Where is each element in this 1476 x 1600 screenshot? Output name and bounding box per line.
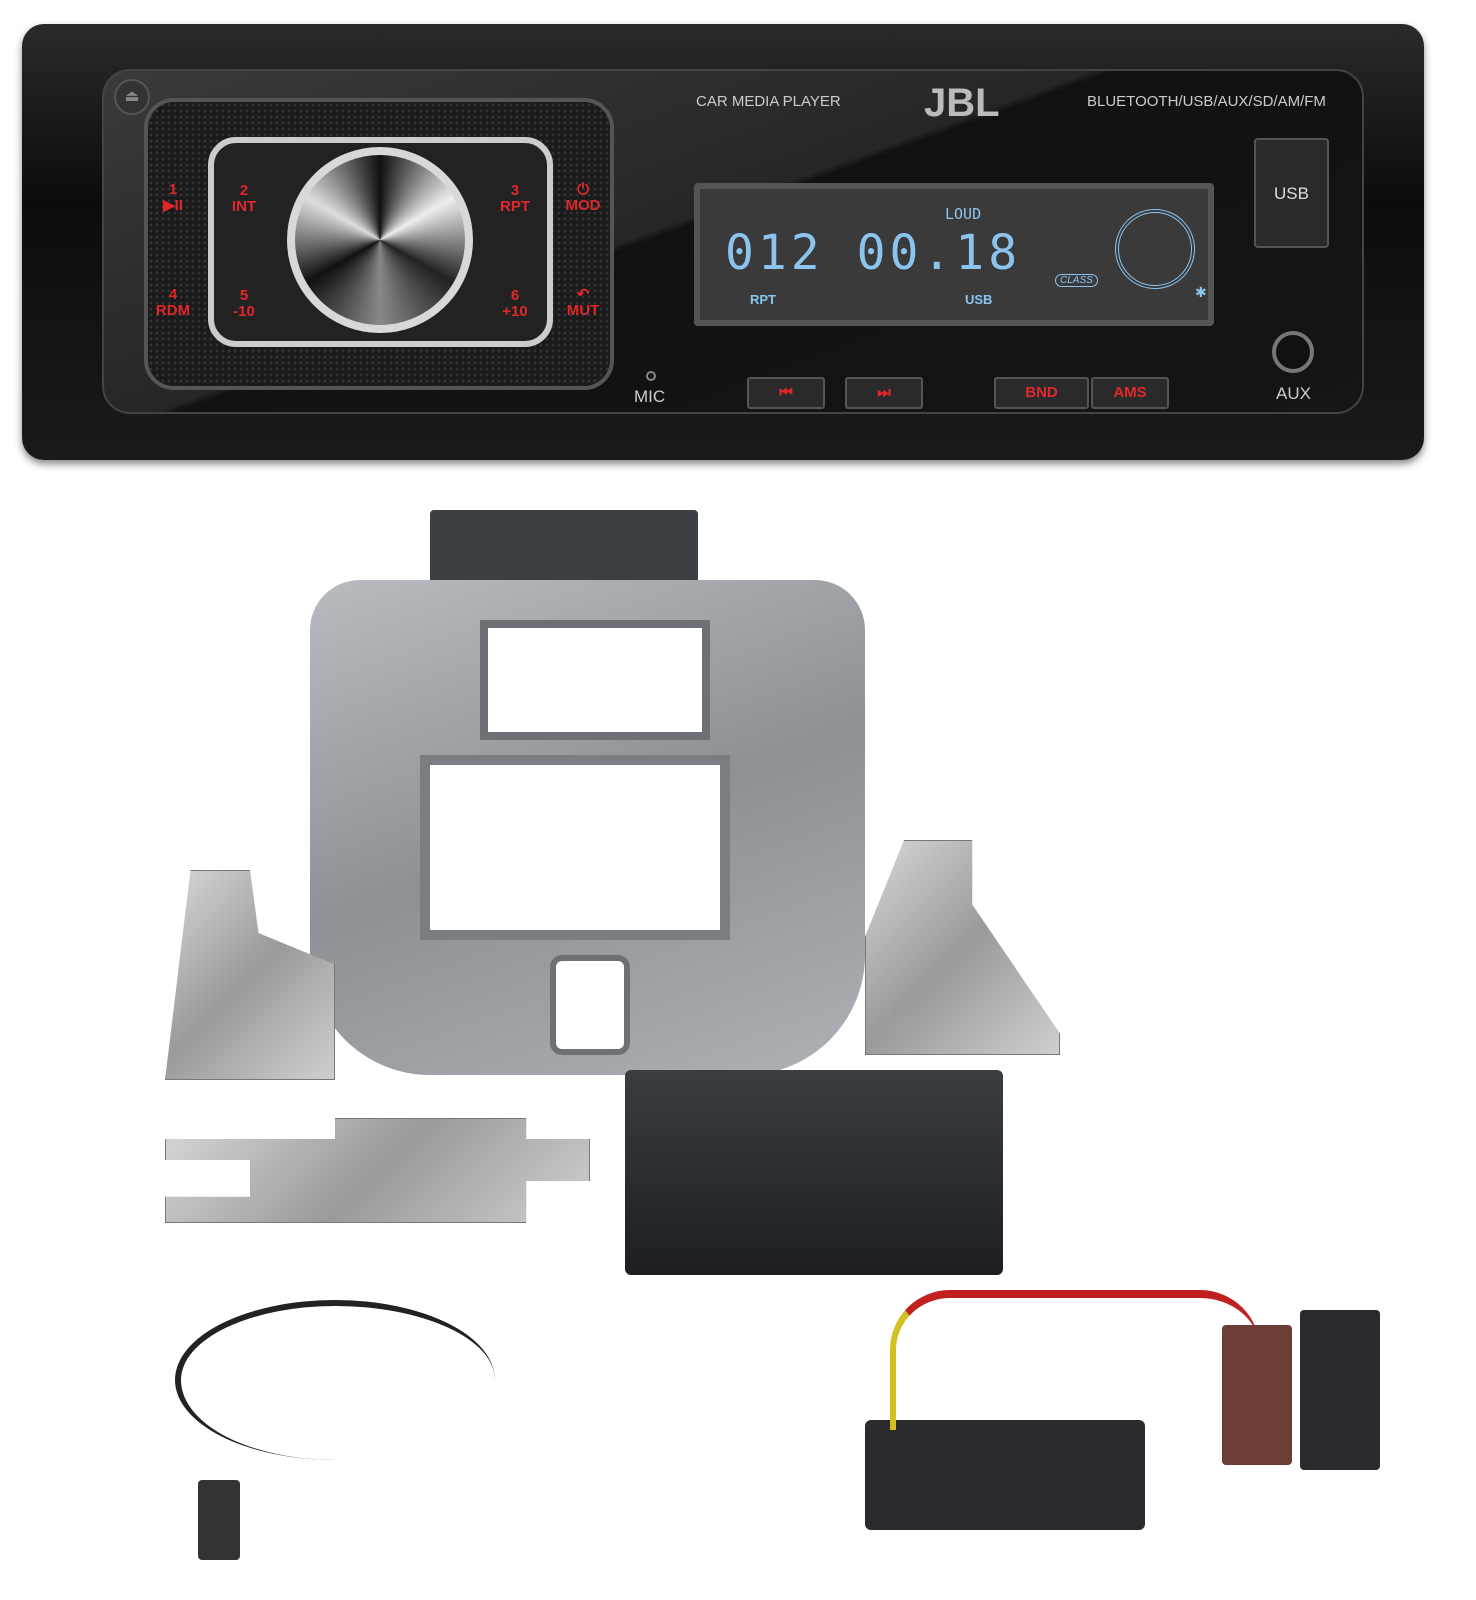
button-number: 6 bbox=[510, 287, 520, 304]
rpt-indicator: RPT bbox=[750, 292, 776, 307]
mute-button[interactable]: ↶MUT bbox=[553, 287, 613, 319]
button-label: MUT bbox=[566, 302, 600, 319]
lcd-display: LOUD 012 00.18 RPT USB CLASS ✱ bbox=[694, 183, 1214, 326]
harness-wires bbox=[890, 1290, 1260, 1430]
antenna-adapter-cable bbox=[175, 1300, 495, 1460]
ams-button[interactable]: AMS bbox=[1091, 377, 1169, 409]
power-icon: ⏻ bbox=[577, 181, 589, 198]
button-label: MOD bbox=[565, 197, 601, 214]
button-label: ▶II bbox=[163, 197, 183, 214]
eject-icon[interactable]: ⏏ bbox=[114, 79, 150, 115]
preset-button-6[interactable]: 6+10 bbox=[485, 288, 545, 320]
next-track-button[interactable]: ⏭ bbox=[845, 377, 923, 409]
preset-button-1[interactable]: 1▶II bbox=[143, 182, 203, 214]
button-number: 4 bbox=[168, 286, 178, 303]
side-bracket-right bbox=[865, 840, 1060, 1055]
band-call-button[interactable]: BND bbox=[994, 377, 1089, 409]
button-label: +10 bbox=[502, 303, 528, 320]
jbl-logo: JBL bbox=[924, 81, 1000, 125]
mode-button[interactable]: ⏻MOD bbox=[553, 182, 613, 214]
mic-hole bbox=[646, 371, 656, 381]
usb-port[interactable]: USB bbox=[1254, 138, 1329, 248]
button-label: RPT bbox=[500, 198, 530, 215]
track-time-readout: 012 00.18 bbox=[725, 225, 1022, 281]
usb-indicator: USB bbox=[965, 292, 993, 307]
back-icon: ↶ bbox=[576, 286, 590, 303]
button-number: 1 bbox=[168, 181, 178, 198]
loud-indicator: LOUD bbox=[945, 205, 982, 223]
caption-car-media-player: CAR MEDIA PLAYER bbox=[696, 93, 841, 110]
button-number: 2 bbox=[239, 182, 249, 199]
fascia-lower-opening bbox=[420, 755, 730, 940]
iso-connector-black bbox=[1300, 1310, 1380, 1470]
button-label: INT bbox=[231, 198, 257, 215]
button-label: -10 bbox=[233, 303, 255, 320]
bluetooth-icon: ✱ bbox=[1195, 284, 1207, 300]
iso-connector-brown bbox=[1222, 1325, 1292, 1465]
fascia-upper-opening bbox=[480, 620, 710, 740]
caption-sources: BLUETOOTH/USB/AUX/SD/AM/FM bbox=[1087, 93, 1326, 110]
usb-label: USB bbox=[1274, 184, 1309, 203]
storage-pocket bbox=[625, 1070, 1003, 1275]
mic-label: MIC bbox=[634, 387, 666, 406]
class-indicator: CLASS bbox=[1055, 274, 1098, 287]
previous-track-button[interactable]: ⏮ bbox=[747, 377, 825, 409]
button-number: 5 bbox=[239, 287, 249, 304]
support-bracket bbox=[165, 1118, 590, 1223]
aux-label: AUX bbox=[1276, 384, 1311, 403]
aux-jack[interactable] bbox=[1272, 331, 1314, 373]
dash-fascia-panel bbox=[310, 580, 865, 1075]
button-number: 3 bbox=[510, 182, 520, 199]
iso-wiring-harness-connector bbox=[865, 1420, 1145, 1530]
preset-button-5[interactable]: 5-10 bbox=[214, 288, 274, 320]
speaker-graphic-icon bbox=[1115, 209, 1195, 289]
volume-knob[interactable] bbox=[287, 147, 473, 333]
button-label: RDM bbox=[155, 302, 191, 319]
antenna-connector bbox=[198, 1480, 240, 1560]
fascia-control-cutout bbox=[550, 955, 630, 1055]
